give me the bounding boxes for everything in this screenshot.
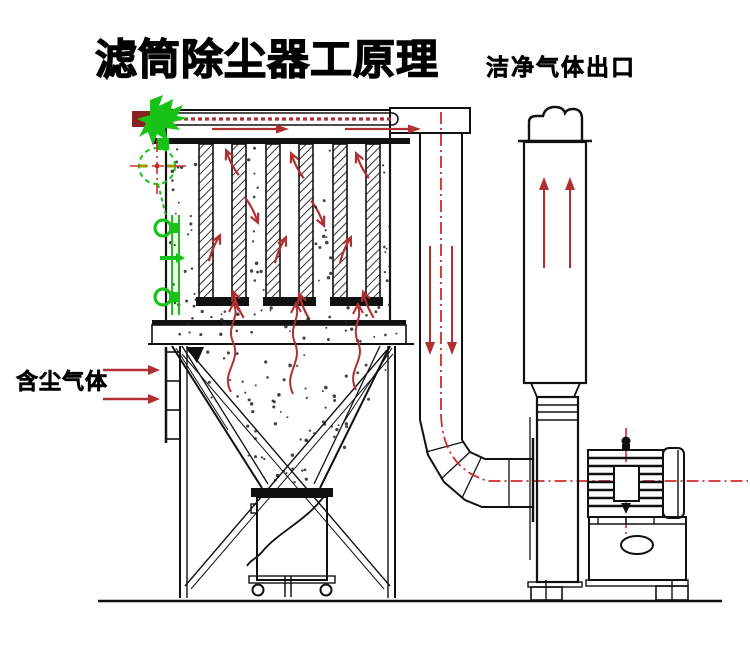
inlet-duct (103, 347, 181, 443)
hopper-corner-gusset (186, 347, 204, 363)
plenum-flow-arrows (212, 124, 421, 134)
duct-down-arrows (425, 246, 457, 355)
dust-particles (168, 146, 398, 484)
pedestal-slot (620, 535, 654, 555)
filter-chamber (148, 140, 414, 484)
exhaust-stack (518, 105, 592, 385)
elbow (419, 419, 533, 508)
bin-lid (251, 488, 333, 497)
bin-trolley (248, 575, 336, 584)
filter-cartridges (196, 143, 383, 306)
support-legs (179, 346, 396, 598)
flow-centerline (440, 112, 748, 534)
rising-airflow-arrows (226, 299, 364, 395)
air-tank-symbol (130, 140, 186, 194)
motor-pedestal (585, 516, 689, 601)
motor-nameplate (613, 465, 640, 502)
fan-housing (527, 382, 583, 601)
shaft-mark (621, 503, 631, 514)
motor (585, 436, 689, 601)
pulse-manifold (153, 183, 185, 315)
motor-end-cap (662, 447, 685, 519)
diagram-title: 滤筒除尘器工原理 (94, 35, 440, 83)
label-clean-gas-outlet: 洁净气体出口 (486, 54, 636, 81)
dust-bin (246, 488, 336, 597)
hopper (171, 345, 393, 489)
label-dusty-gas-inlet: 含尘气体 (16, 369, 109, 395)
stack-up-arrows (539, 177, 575, 268)
inlet-flow-arrows (103, 365, 160, 404)
stack-rain-cap (527, 105, 584, 140)
outlet-duct (419, 133, 463, 440)
tube-sheet (152, 138, 410, 144)
pulse-valve-icon (137, 95, 188, 150)
pulse-jet-system (130, 95, 188, 315)
motor-eyebolt (621, 436, 631, 451)
filter-chamber-flow-arrows (207, 148, 375, 321)
